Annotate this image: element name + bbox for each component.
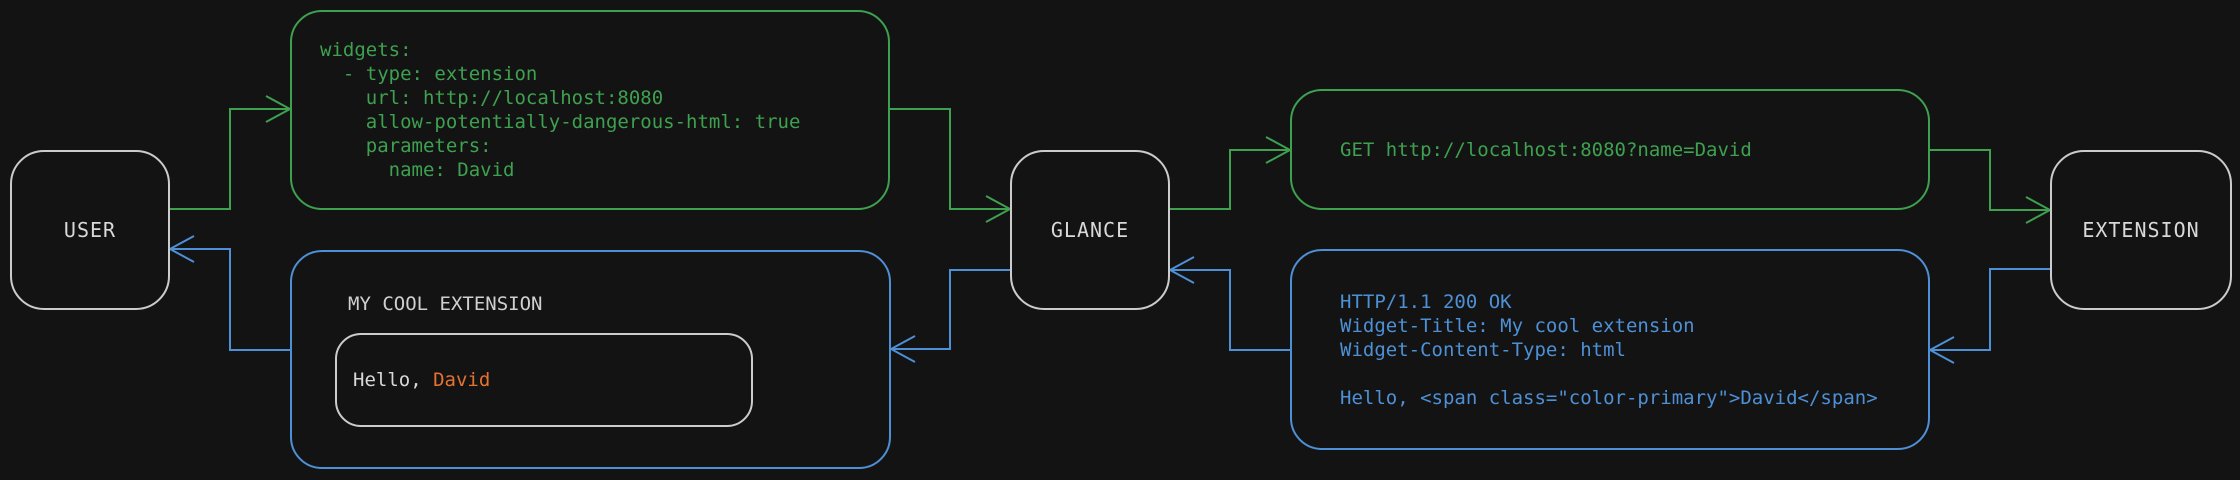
config-line: - type: extension [320,63,538,85]
response-line [1340,362,1928,386]
widget-greeting-box: Hello, David [335,333,753,427]
config-line: url: http://localhost:8080 [320,87,664,109]
config-yaml-box: widgets: - type: extension url: http://l… [290,10,890,210]
request-line: GET http://localhost:8080?name=David [1340,138,1752,161]
arrowhead-left-icon [167,235,195,263]
edge-glance-to-widget [891,269,1010,350]
edge-user-to-config [170,108,290,210]
response-line: Widget-Title: My cool extension [1340,314,1695,337]
config-line: allow-potentially-dangerous-html: true [320,111,801,133]
response-line: Widget-Content-Type: html [1340,338,1626,361]
widget-title: MY COOL EXTENSION [348,293,543,315]
edge-response-to-glance [1170,269,1290,351]
greeting-prefix: Hello, [353,369,434,391]
widget-preview-box: MY COOL EXTENSION Hello, David [290,250,891,469]
node-user: USER [10,150,170,310]
node-glance-label: GLANCE [1050,218,1130,242]
edge-extension-to-response [1930,268,2050,351]
config-line: parameters: [320,135,492,157]
edge-request-to-extension [1930,149,2050,211]
arrowhead-left-icon [1927,336,1955,364]
config-line: name: David [320,159,515,181]
http-request-box: GET http://localhost:8080?name=David [1290,89,1930,210]
response-line: Hello, <span class="color-primary">David… [1340,386,1878,409]
edge-widget-to-user [170,248,290,351]
arrowhead-left-icon [888,335,916,363]
node-extension-label: EXTENSION [2082,218,2200,242]
http-response-box: HTTP/1.1 200 OK Widget-Title: My cool ex… [1290,249,1930,450]
edge-glance-to-request [1170,149,1290,210]
node-extension: EXTENSION [2050,150,2232,310]
node-user-label: USER [63,218,117,242]
arrowhead-left-icon [1167,256,1195,284]
response-line: HTTP/1.1 200 OK [1340,290,1512,313]
greeting-name: David [433,369,491,391]
edge-config-to-glance [890,108,1010,210]
node-glance: GLANCE [1010,150,1170,310]
config-line: widgets: [320,39,412,61]
